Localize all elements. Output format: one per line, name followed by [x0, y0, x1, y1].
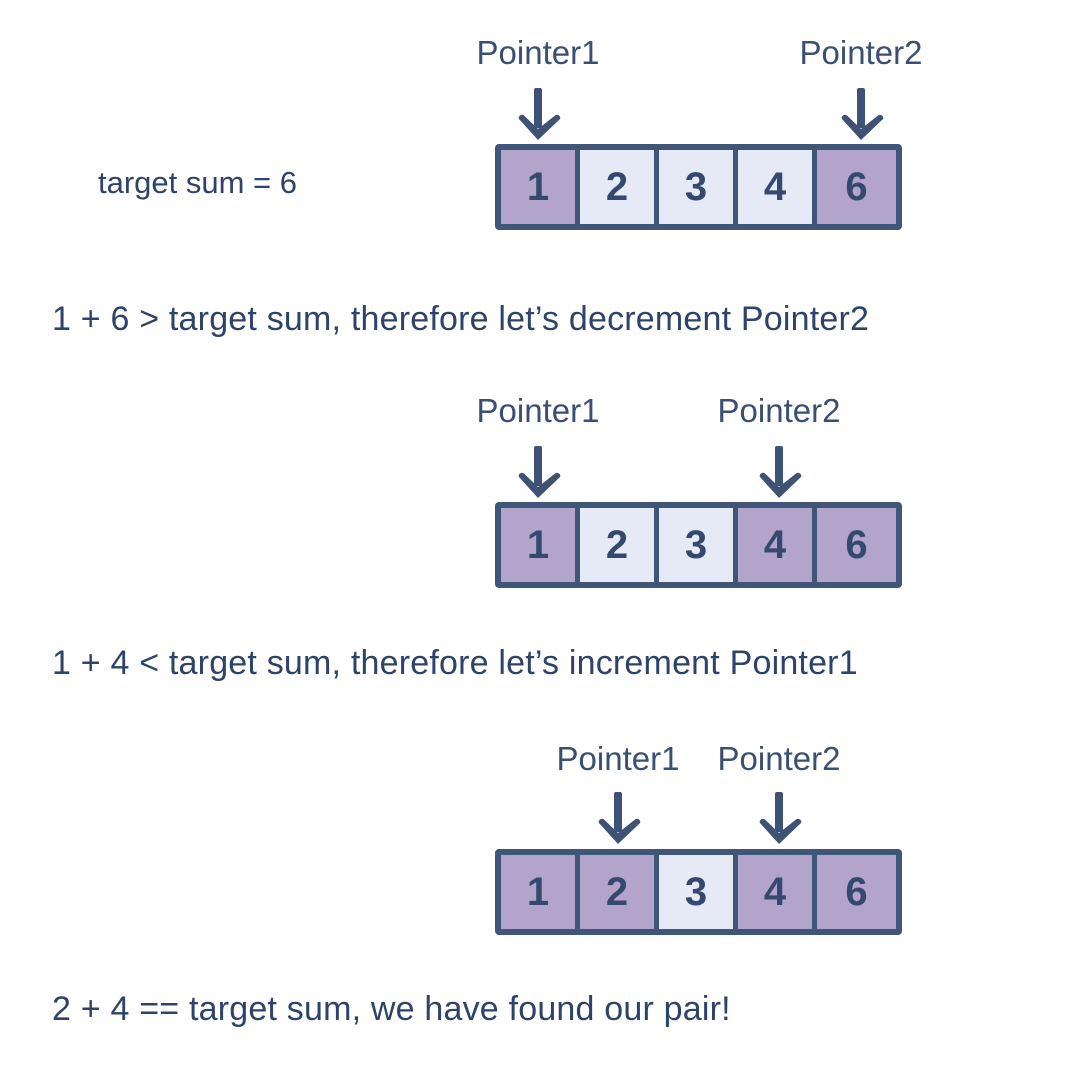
step-3-pointer2-arrow-down-icon	[756, 792, 802, 846]
step-3-pointer2-label: Pointer2	[717, 740, 841, 777]
step-3-pointer1-arrow-down-icon	[595, 792, 641, 846]
step-1-pointer1-label: Pointer1	[476, 34, 600, 71]
step-2-caption: 1 + 4 < target sum, therefore let’s incr…	[52, 644, 858, 682]
step-3-array: 1 2 3 4 6	[495, 849, 902, 935]
step-2-cell-0: 1	[501, 508, 580, 582]
step-2-cell-4: 6	[817, 508, 896, 582]
step-1-cell-0: 1	[501, 150, 580, 224]
step-1-pointer2-arrow-down-icon	[838, 88, 884, 142]
step-1-pointer1-arrow-down-icon	[515, 88, 561, 142]
step-1-caption: 1 + 6 > target sum, therefore let’s decr…	[52, 300, 870, 338]
step-1-cell-4: 6	[817, 150, 896, 224]
step-1-array: 1 2 3 4 6	[495, 144, 902, 230]
step-2-cell-1: 2	[580, 508, 659, 582]
step-1-cell-2: 3	[659, 150, 738, 224]
step-3-cell-3: 4	[738, 855, 817, 929]
step-3-pointer1-label: Pointer1	[556, 740, 680, 777]
step-3-cell-2: 3	[659, 855, 738, 929]
step-2-pointer1-label: Pointer1	[476, 392, 600, 429]
step-1-cell-1: 2	[580, 150, 659, 224]
step-3-cell-0: 1	[501, 855, 580, 929]
step-3-cell-4: 6	[817, 855, 896, 929]
target-sum-label: target sum = 6	[98, 165, 298, 200]
step-2-pointer2-label: Pointer2	[717, 392, 841, 429]
step-2-array: 1 2 3 4 6	[495, 502, 902, 588]
step-1-pointer2-label: Pointer2	[799, 34, 923, 71]
step-1-cell-3: 4	[738, 150, 817, 224]
step-2-cell-2: 3	[659, 508, 738, 582]
step-3-cell-1: 2	[580, 855, 659, 929]
step-2-pointer2-arrow-down-icon	[756, 446, 802, 500]
step-2-pointer1-arrow-down-icon	[515, 446, 561, 500]
step-2-cell-3: 4	[738, 508, 817, 582]
step-3-caption: 2 + 4 == target sum, we have found our p…	[52, 990, 731, 1028]
